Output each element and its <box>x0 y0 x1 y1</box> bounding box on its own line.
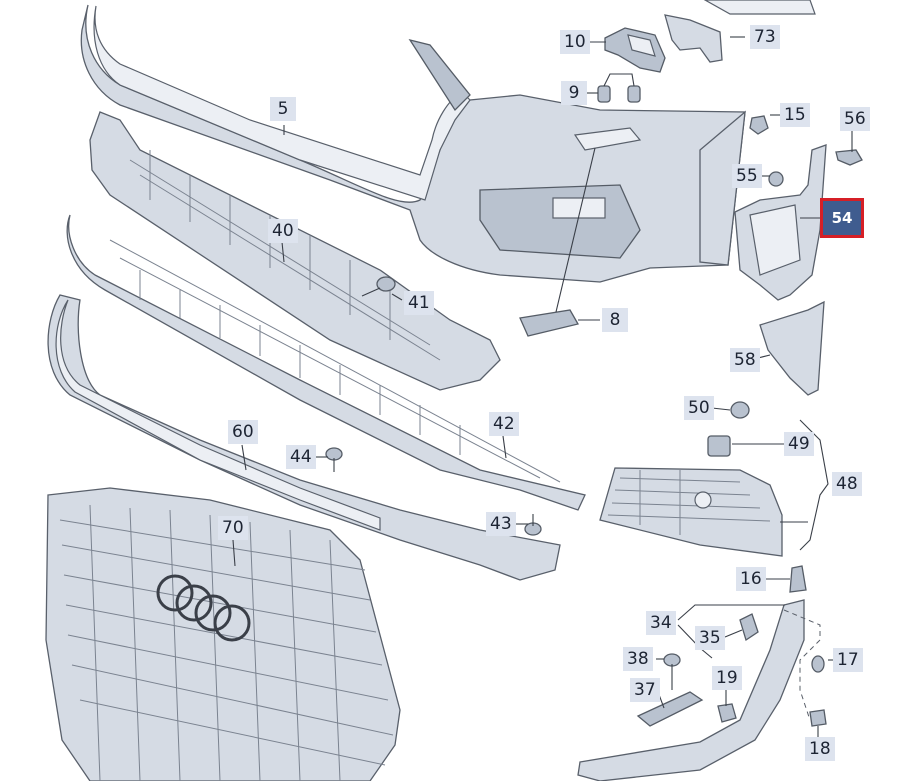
clip-15-part <box>749 115 769 135</box>
callout-part-40[interactable]: 40 <box>268 219 298 243</box>
callout-part-17[interactable]: 17 <box>833 648 863 672</box>
spoiler-60-part <box>47 294 561 581</box>
callout-part-60[interactable]: 60 <box>228 420 258 444</box>
callout-part-34[interactable]: 34 <box>646 611 676 635</box>
callout-part-56[interactable]: 56 <box>840 107 870 131</box>
callout-part-19[interactable]: 19 <box>712 666 742 690</box>
callout-part-70[interactable]: 70 <box>218 516 248 540</box>
callout-part-38[interactable]: 38 <box>623 647 653 671</box>
bracket-37-part <box>636 691 704 727</box>
rings-emblem <box>156 574 251 642</box>
reinforcement-40-part <box>89 111 501 391</box>
sensor-50-part <box>730 401 750 419</box>
callout-part-16[interactable]: 16 <box>736 567 766 591</box>
fog-grille-48-part <box>599 467 783 557</box>
callout-part-41[interactable]: 41 <box>404 291 434 315</box>
callout-part-49[interactable]: 49 <box>784 432 814 456</box>
callout-part-8[interactable]: 8 <box>602 308 628 332</box>
callout-part-42[interactable]: 42 <box>489 412 519 436</box>
callout-part-43[interactable]: 43 <box>486 512 516 536</box>
screw-17-part <box>811 655 825 673</box>
bracket-58-part <box>759 300 825 396</box>
callout-part-9[interactable]: 9 <box>561 81 587 105</box>
screw-38-part <box>663 653 681 690</box>
screw-41-part <box>361 276 396 297</box>
callout-part-50[interactable]: 50 <box>684 396 714 420</box>
callout-part-35[interactable]: 35 <box>695 626 725 650</box>
clip-49-part <box>707 435 731 457</box>
callout-part-58[interactable]: 58 <box>730 348 760 372</box>
nut-19-part <box>717 703 737 723</box>
screw-56-part <box>835 149 863 166</box>
screw-55-part <box>768 171 784 187</box>
callout-part-5[interactable]: 5 <box>270 97 296 121</box>
radiator-grille-70-part <box>45 487 401 781</box>
side-trim-34-part <box>577 599 805 781</box>
clip-18-part <box>809 709 827 727</box>
screw-44-part <box>325 447 343 472</box>
tow-cover-8-part <box>519 147 596 337</box>
callout-part-55[interactable]: 55 <box>732 164 762 188</box>
callout-part-10[interactable]: 10 <box>560 30 590 54</box>
lower-grille-42-part <box>66 214 586 511</box>
callout-part-48[interactable]: 48 <box>832 472 862 496</box>
clips-9-part <box>597 73 641 103</box>
callout-part-18[interactable]: 18 <box>805 737 835 761</box>
leader-lines <box>232 36 853 738</box>
clip-16-part <box>789 565 807 593</box>
callout-part-15[interactable]: 15 <box>780 103 810 127</box>
bracket-10-part <box>604 27 666 73</box>
callout-part-37[interactable]: 37 <box>630 678 660 702</box>
bracket-73-part <box>664 0 816 63</box>
callout-part-54-selected[interactable]: 54 <box>820 198 864 238</box>
callout-part-44[interactable]: 44 <box>286 445 316 469</box>
screw-43-part <box>524 514 542 536</box>
callout-part-73[interactable]: 73 <box>750 25 780 49</box>
clip-35-part <box>739 613 759 642</box>
